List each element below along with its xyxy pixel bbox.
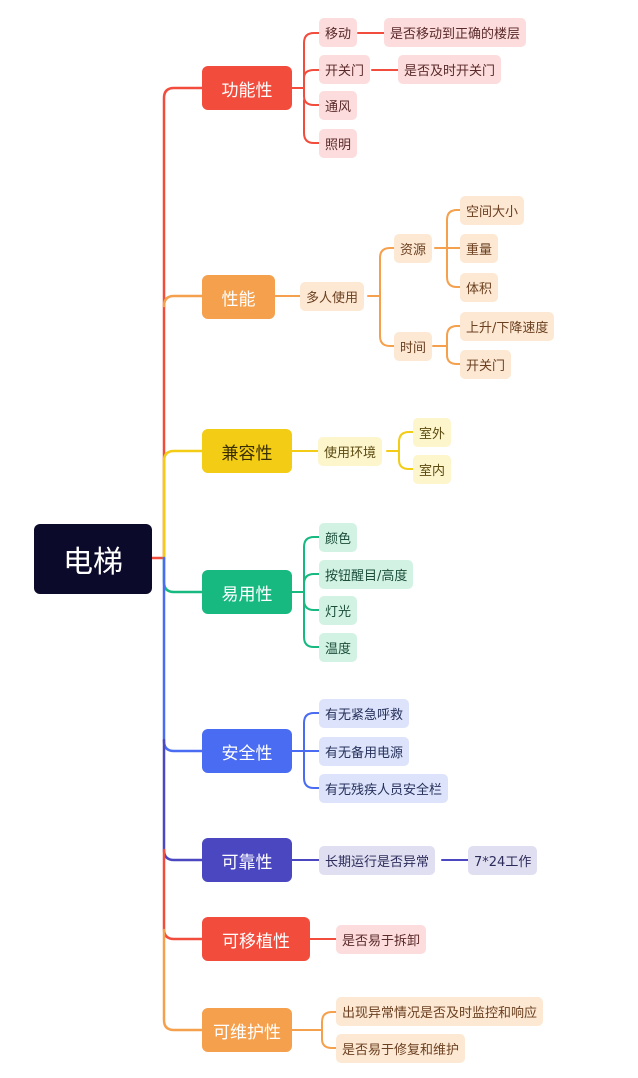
root-node[interactable]: 电梯	[34, 524, 152, 594]
trunk-functional	[150, 86, 204, 560]
leaf-long-run[interactable]: 长期运行是否异常	[319, 846, 436, 875]
leaf-space[interactable]: 空间大小	[460, 196, 525, 225]
leaf-move-detail[interactable]: 是否移动到正确的楼层	[384, 18, 527, 47]
leaf-door-detail[interactable]: 是否及时开关门	[398, 55, 502, 84]
trunk-reliability	[162, 738, 204, 862]
leaf-temperature[interactable]: 温度	[319, 633, 358, 662]
trunk-usability	[162, 556, 204, 594]
category-functional[interactable]: 功能性	[202, 66, 292, 110]
leaf-outdoor[interactable]: 室外	[413, 418, 452, 447]
trunk-performance	[162, 294, 204, 308]
leaf-time[interactable]: 时间	[394, 332, 433, 361]
trunk-maintain	[162, 928, 204, 1032]
leaf-move[interactable]: 移动	[319, 18, 358, 47]
category-usability[interactable]: 易用性	[202, 570, 292, 614]
category-reliability[interactable]: 可靠性	[202, 838, 292, 882]
leaf-ventilation[interactable]: 通风	[319, 91, 358, 120]
category-portability[interactable]: 可移植性	[202, 917, 310, 961]
leaf-indoor[interactable]: 室内	[413, 455, 452, 484]
leaf-lighting[interactable]: 照明	[319, 129, 358, 158]
leaf-speed[interactable]: 上升/下降速度	[460, 312, 555, 341]
leaf-buttons[interactable]: 按钮醒目/高度	[319, 560, 414, 589]
leaf-emergency[interactable]: 有无紧急呼救	[319, 699, 410, 728]
leaf-resource[interactable]: 资源	[394, 234, 433, 263]
leaf-light[interactable]: 灯光	[319, 596, 358, 625]
leaf-weight[interactable]: 重量	[460, 234, 499, 263]
category-compatibility[interactable]: 兼容性	[202, 429, 292, 473]
leaf-multi-user[interactable]: 多人使用	[300, 282, 365, 311]
leaf-monitor[interactable]: 出现异常情况是否及时监控和响应	[336, 997, 544, 1026]
leaf-dismantle[interactable]: 是否易于拆卸	[336, 925, 427, 954]
leaf-environment[interactable]: 使用环境	[318, 437, 383, 466]
leaf-disabled-rail[interactable]: 有无残疾人员安全栏	[319, 774, 449, 803]
trunk-compat	[162, 449, 204, 560]
leaf-repair[interactable]: 是否易于修复和维护	[336, 1034, 466, 1063]
trunk-safety	[162, 556, 204, 753]
leaf-backup-power[interactable]: 有无备用电源	[319, 737, 410, 766]
leaf-uptime[interactable]: 7*24工作	[468, 846, 538, 875]
leaf-perf-door[interactable]: 开关门	[460, 350, 512, 379]
leaf-door[interactable]: 开关门	[319, 55, 371, 84]
category-maintainability[interactable]: 可维护性	[202, 1008, 292, 1052]
leaf-volume[interactable]: 体积	[460, 273, 499, 302]
category-safety[interactable]: 安全性	[202, 729, 292, 773]
trunk-portability	[162, 848, 204, 941]
category-performance[interactable]: 性能	[202, 275, 275, 319]
leaf-color[interactable]: 颜色	[319, 523, 358, 552]
